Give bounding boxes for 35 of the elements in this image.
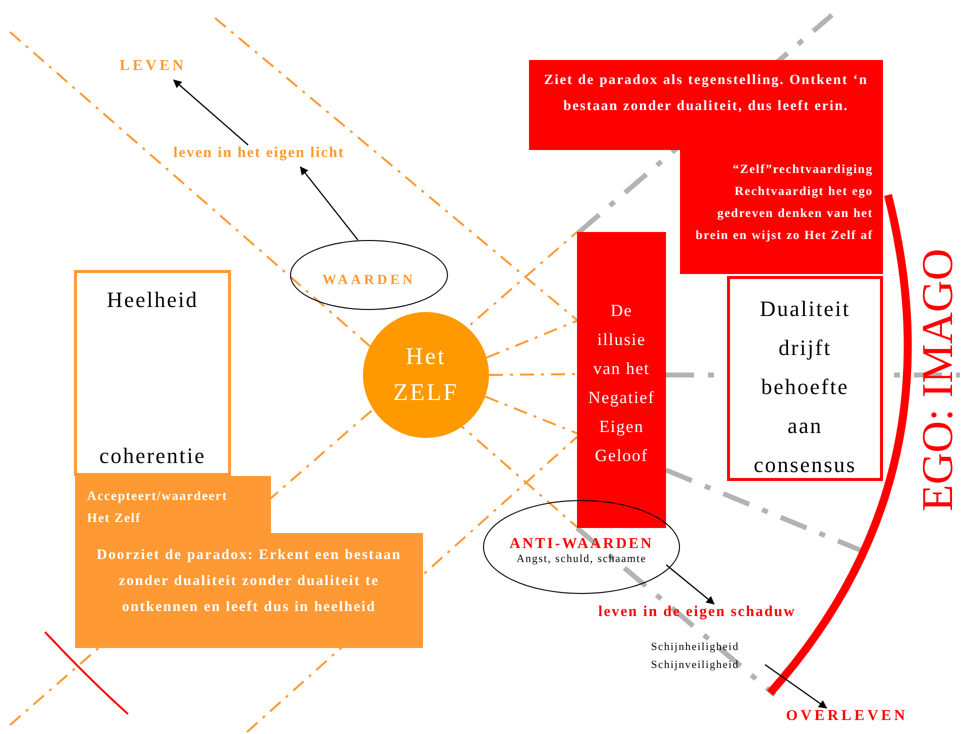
connector-line — [488, 373, 578, 376]
text-box — [529, 60, 883, 150]
flow-label: leven in het eigen licht — [150, 145, 368, 167]
box-text: coherentie — [99, 443, 206, 469]
flow-label: leven in de eigen schaduw — [575, 604, 819, 626]
text-box — [727, 276, 883, 481]
flow-label: OVERLEVEN — [774, 708, 920, 730]
ellipse-node — [290, 240, 448, 310]
text-box — [74, 270, 231, 476]
box-text: Rechtvaardigt het ego gedreven denken van het brein en wijst zo Het Zelf af — [694, 183, 873, 244]
text-box — [75, 533, 423, 648]
flow-label: Schijnheiligheid Schijnveiligheid — [645, 638, 765, 676]
text-box — [75, 476, 271, 533]
box-text: Accepteert/waardeert Het Zelf — [87, 487, 229, 527]
arrow — [666, 564, 715, 605]
arrow — [300, 166, 358, 240]
vertical-label: EGO: IMAGO — [913, 248, 963, 514]
box-text: Doorziet de paradox: Erkent een bestaan zonder dualiteit zonder dualiteit te ontkennen en leeft dus in heelheid — [96, 546, 402, 617]
ellipse-node — [483, 500, 680, 594]
arrow — [764, 664, 828, 708]
box-heading: “Zelf”rechtvaardiging — [732, 161, 873, 178]
box-text: Angst, schuld, schaamte — [516, 552, 646, 564]
box-text: Ziet de paradox als tegenstelling. Ontkent ‘n bestaan zonder dualiteit, dus leeft erin. — [543, 72, 869, 116]
text-box — [577, 232, 666, 528]
arrow — [173, 79, 248, 146]
flow-label: LEVEN — [108, 58, 198, 80]
connector-line — [486, 320, 578, 359]
box-heading: Heelheid — [106, 287, 198, 313]
text-box — [680, 150, 883, 274]
connector-line — [484, 396, 578, 434]
box-text: WAARDEN — [322, 273, 416, 289]
box-text: Het ZELF — [392, 343, 460, 408]
box-heading: ANTI-WAARDEN — [509, 536, 654, 552]
box-text: De illusie van het Negatief Eigen Geloof — [587, 300, 656, 467]
box-text: Dualiteit drijft behoefte aan consensus — [752, 295, 858, 479]
